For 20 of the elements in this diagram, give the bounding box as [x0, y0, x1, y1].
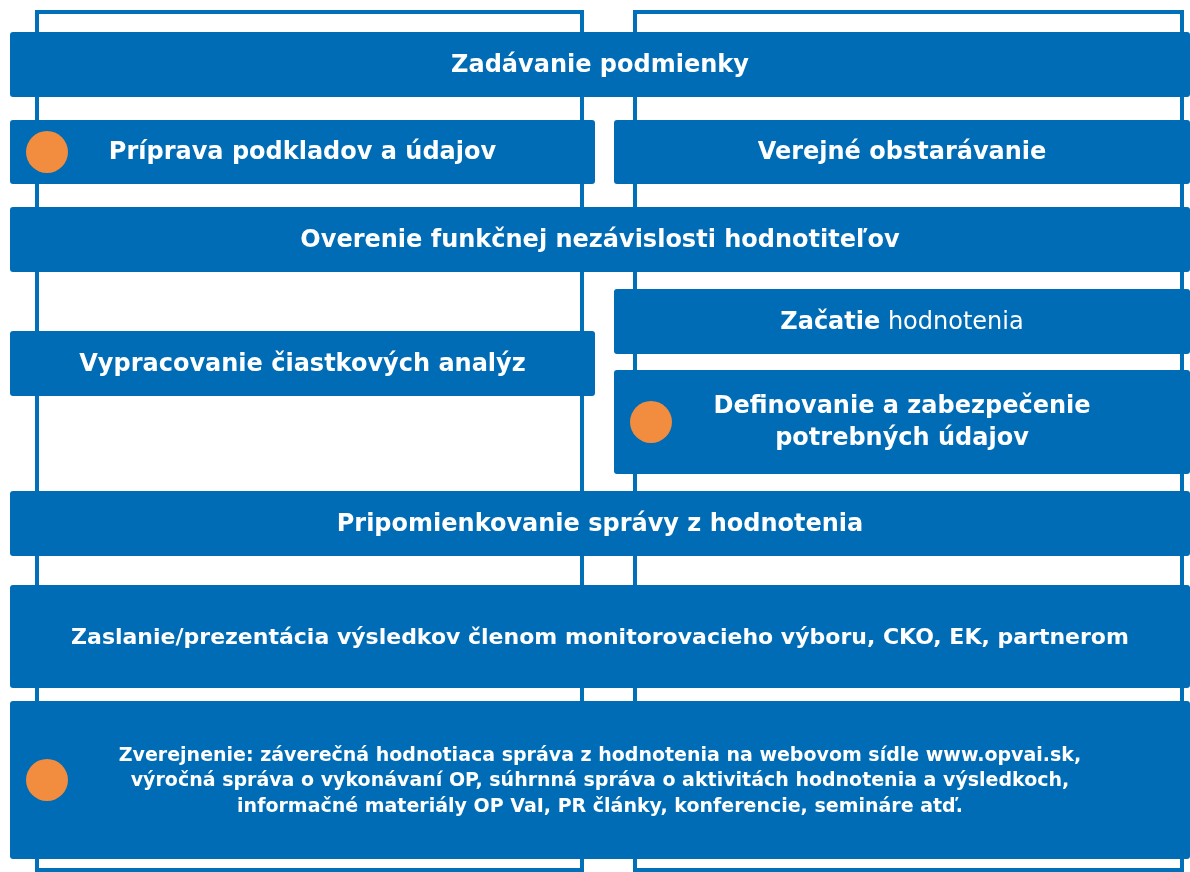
process-bar — [10, 120, 595, 184]
process-bar — [10, 32, 1190, 97]
step-label: Overenie funkčnej nezávislosti hodnotiteľov — [300, 223, 900, 255]
process-bar — [10, 207, 1190, 272]
process-bar — [10, 585, 1190, 688]
step-label: Príprava podkladov a údajov — [108, 136, 497, 168]
step-label: Začatie hodnotenia — [780, 305, 1024, 337]
step-label: Vypracovanie čiastkových analýz — [79, 347, 526, 379]
process-bar — [10, 331, 595, 396]
process-bar — [10, 491, 1190, 556]
process-bar — [614, 120, 1190, 184]
process-bar — [614, 289, 1190, 354]
process-bar — [614, 370, 1190, 474]
step-label: Zadávanie podmienky — [451, 48, 749, 80]
step-label: Zaslanie/prezentácia výsledkov členom monitorovacieho výboru, CKO, EK, partnerom — [71, 623, 1129, 651]
step-label: Zverejnenie: záverečná hodnotiaca správa z hodnotenia na webovom sídle www.opvai.sk, výročná správa o vykonávaní OP, súhrnná správa o aktivitách hodnotenia a výsledkoch, informačné materiály OP VaI, PR články, konferencie, semináre atď. — [117, 742, 1083, 818]
step-label: Verejné obstarávanie — [757, 136, 1047, 168]
process-bar — [10, 701, 1190, 859]
step-label: Definovanie a zabezpečenie potrebných údajov — [712, 390, 1092, 453]
step-label: Pripomienkovanie správy z hodnotenia — [336, 507, 864, 539]
